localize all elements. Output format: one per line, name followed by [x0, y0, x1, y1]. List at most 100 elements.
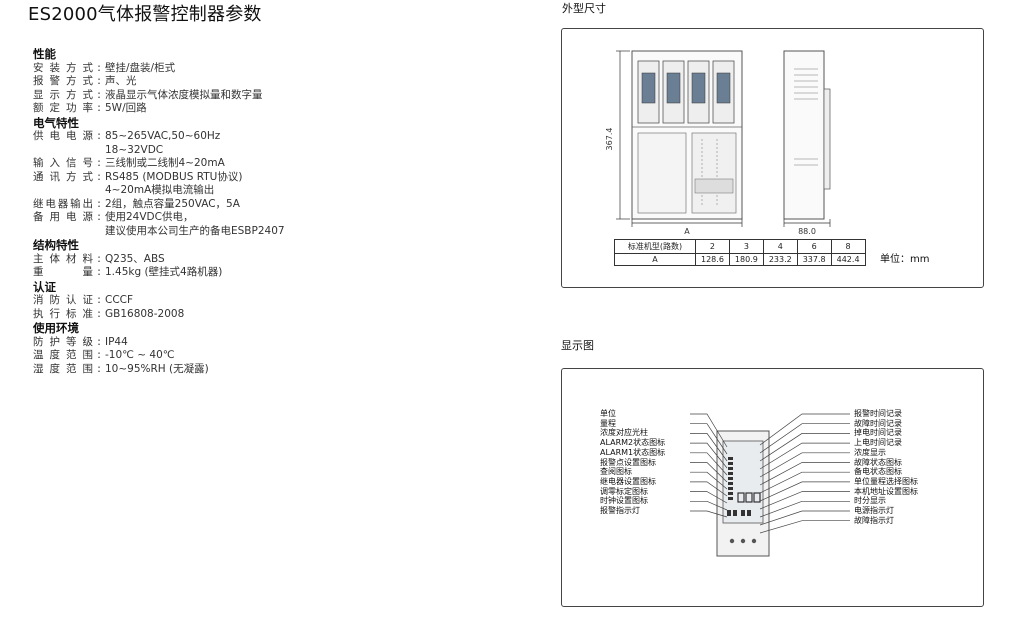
unit-label: 单位：mm: [880, 254, 930, 265]
display-drawing: [690, 413, 850, 557]
spec-key: 备用电源: [33, 211, 93, 223]
spec-key: 供电电源: [33, 130, 93, 142]
module-slots: [637, 60, 735, 124]
dimensions-title: 外型尺寸: [562, 2, 606, 15]
spec-value: 建议使用本公司生产的备电ESBP2407: [105, 224, 285, 237]
spec-separator: :: [97, 75, 101, 87]
power-indicator-icon: [740, 538, 746, 544]
spec-value: Q235、ABS: [105, 252, 165, 265]
callout-label-left: 浓度对应光柱: [600, 428, 648, 438]
callout-label-right: 故障指示灯: [854, 515, 894, 525]
callout-label-right: 上电时间记录: [854, 438, 902, 448]
spec-separator: :: [97, 349, 101, 361]
spec-list: 性能安装方式:壁挂/盘装/柜式报警方式:声、光显示方式:液晶显示气体浓度模拟量和…: [33, 47, 363, 376]
spec-row: 输入信号:三线制或二线制4~20mA: [33, 157, 363, 171]
table-cell: 128.6: [695, 253, 730, 266]
table-column-header: 8: [830, 239, 866, 254]
spec-row: 主体材料:Q235、ABS: [33, 253, 363, 267]
leader-line: [690, 471, 728, 490]
callout-label-right: 本机地址设置图标: [854, 486, 918, 496]
leader-line: [759, 442, 850, 470]
callout-label-right: 故障状态图标: [854, 457, 902, 467]
spec-value: IP44: [105, 335, 128, 348]
spec-separator: :: [97, 130, 101, 142]
spec-row: 执行标准:GB16808-2008: [33, 308, 363, 322]
callout-label-left: 单位: [600, 409, 616, 418]
spec-key: 报警方式: [33, 75, 93, 87]
spec-value: 声、光: [105, 75, 137, 87]
table-column-header: 4: [762, 239, 798, 254]
spec-separator: :: [97, 157, 101, 169]
leader-line: [759, 500, 850, 518]
callout-label-right: 电源指示灯: [854, 506, 894, 516]
leader-line: [759, 433, 850, 462]
leader-line: [690, 462, 728, 483]
spec-value: 10~95%RH (无凝露): [105, 362, 209, 375]
table-cell: 233.2: [762, 253, 798, 266]
spec-key: 消防认证: [33, 294, 93, 306]
spec-key: 重量: [33, 266, 93, 278]
leader-line: [759, 462, 850, 486]
spec-separator: :: [97, 197, 101, 210]
spec-separator: :: [97, 294, 101, 306]
spec-row: :建议使用本公司生产的备电ESBP2407: [33, 225, 363, 239]
spec-separator: :: [97, 307, 101, 320]
display-title: 显示图: [561, 339, 594, 352]
spec-value: 18~32VDC: [105, 143, 164, 156]
spec-row: :4~20mA模拟电流输出: [33, 184, 363, 198]
table-column-header: 2: [695, 239, 730, 254]
callout-label-left: 报警点设置图标: [600, 457, 656, 467]
leader-line: [690, 433, 728, 462]
page-title: ES2000气体报警控制器参数: [28, 4, 262, 25]
table-column-header: 3: [728, 239, 764, 254]
width-label: A: [684, 227, 690, 236]
spec-separator: :: [97, 170, 101, 183]
side-view: [783, 50, 825, 220]
spec-separator: :: [97, 252, 101, 265]
spec-key: 防护等级: [33, 335, 93, 348]
callout-label-right: 掉电时间记录: [854, 428, 902, 438]
spec-value: 壁挂/盘装/柜式: [105, 61, 176, 74]
spec-row: 备用电源:使用24VDC供电，: [33, 211, 363, 225]
spec-key: 湿度范围: [33, 362, 93, 375]
spec-value: 2组，触点容量250VAC，5A: [105, 197, 240, 210]
spec-value: CCCF: [105, 294, 134, 306]
spec-key: 继电器输出: [33, 197, 93, 210]
spec-key: 温度范围: [33, 349, 93, 361]
spec-row: :18~32VDC: [33, 144, 363, 158]
spec-value: 三线制或二线制4~20mA: [105, 157, 225, 169]
callout-label-right: 报警时间记录: [854, 409, 902, 418]
leader-line: [690, 510, 728, 518]
depth-label: 88.0: [798, 227, 816, 236]
callout-label-left: 查阅图标: [600, 467, 632, 477]
leader-line: [759, 510, 850, 526]
table-cell: 180.9: [728, 253, 764, 266]
table-header-label: 标准机型(路数): [614, 239, 696, 254]
spec-row: 重量:1.45kg (壁挂式4路机器): [33, 266, 363, 280]
digit-display: [737, 492, 761, 503]
spec-separator: :: [97, 362, 101, 375]
spec-key: 额定功率: [33, 102, 93, 114]
spec-value: -10℃ ~ 40℃: [105, 349, 175, 361]
spec-separator: :: [97, 61, 101, 74]
leader-line: [759, 471, 850, 494]
callout-label-left: ALARM2状态图标: [600, 438, 666, 448]
spec-key: 安装方式: [33, 61, 93, 74]
spec-section-heading: 认证: [33, 279, 56, 294]
spec-section-heading: 结构特性: [33, 238, 79, 252]
leader-line: [759, 452, 850, 478]
leader-line: [690, 491, 728, 504]
spec-value: 使用24VDC供电，: [105, 211, 194, 223]
spec-key: 通讯方式: [33, 170, 93, 183]
leader-line: [690, 442, 728, 469]
time-display: [727, 510, 751, 516]
callout-label-right: 故障时间记录: [854, 418, 902, 428]
callout-label-left: ALARM1状态图标: [600, 447, 666, 457]
spec-row: 安装方式: 壁挂/盘装/柜式: [33, 62, 363, 76]
leader-line: [759, 481, 850, 502]
spec-value: GB16808-2008: [105, 307, 185, 320]
